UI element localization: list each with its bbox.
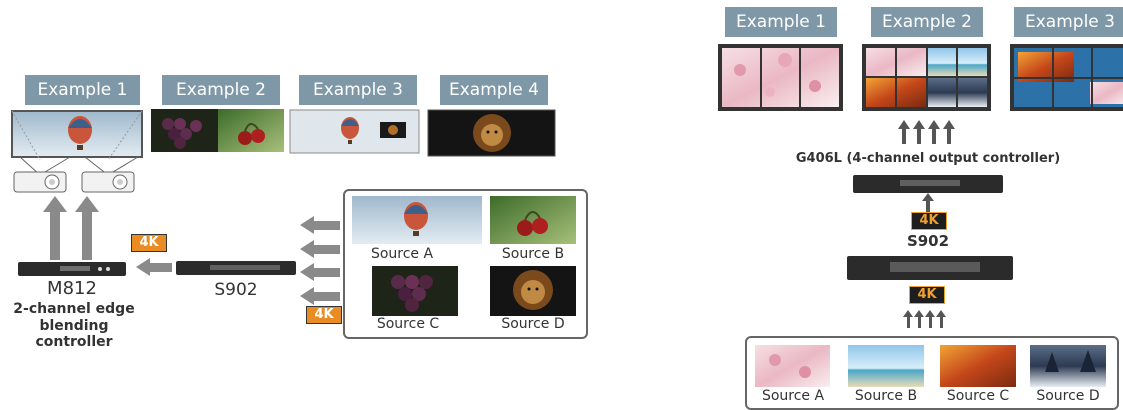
- left-source-d-label: Source D: [501, 316, 565, 332]
- right-source-c-label: Source C: [946, 388, 1010, 404]
- blossom-icon: [769, 354, 811, 378]
- forest-icon: [1045, 350, 1096, 372]
- left-example-2-label: Example 2: [162, 75, 280, 105]
- lion-icon: [513, 270, 553, 310]
- right-example-3-label: Example 3: [1014, 7, 1123, 37]
- left-source-b-thumb: [490, 196, 576, 244]
- arrow-left-icon: [300, 240, 340, 258]
- arrow-up-icon: [943, 120, 955, 144]
- left-4k-badge-sources: 4K: [306, 306, 342, 324]
- arrow-up-icon: [898, 120, 910, 144]
- arrow-left-icon: [300, 263, 340, 281]
- left-example-4-label: Example 4: [440, 75, 548, 105]
- left-4k-badge-switcher: 4K: [131, 234, 167, 252]
- right-source-a-thumb: [755, 345, 830, 387]
- left-source-b-label: Source B: [501, 246, 565, 262]
- left-sources-box: [343, 189, 588, 339]
- projector-icon: [13, 171, 67, 193]
- right-source-c-thumb: [940, 345, 1016, 387]
- arrow-up-icon: [914, 310, 924, 328]
- s902-device-right: [847, 256, 1013, 280]
- right-input-arrows: [903, 310, 946, 328]
- m812-desc-line2: blending controller: [35, 318, 113, 350]
- grapes-icon: [391, 275, 433, 312]
- arrow-up-icon: [922, 193, 934, 214]
- right-source-b-thumb: [848, 345, 924, 387]
- m812-device: [18, 262, 126, 276]
- right-example-2-screen: [862, 44, 991, 111]
- right-4k-badge-top: 4K: [911, 212, 947, 230]
- arrow-up-icon: [903, 310, 913, 328]
- left-source-a-thumb: [352, 196, 482, 244]
- arrow-up-icon: [913, 120, 925, 144]
- m812-label: M812: [47, 278, 97, 299]
- left-source-c-thumb: [372, 266, 458, 316]
- right-output-arrows: [898, 120, 955, 144]
- arrow-up-icon: [925, 310, 935, 328]
- arrow-up-icon: [43, 196, 67, 260]
- right-example-3-screen: [1010, 44, 1123, 111]
- left-s902-label: S902: [214, 280, 258, 300]
- blossom-icon: [734, 53, 821, 97]
- source-arrows-left: [300, 216, 340, 305]
- grapes-icon: [162, 118, 202, 149]
- balloon-icon: [404, 202, 428, 236]
- arrow-up-icon: [75, 196, 99, 260]
- arrow-left-icon: [300, 287, 340, 305]
- arrow-up-icon: [928, 120, 940, 144]
- right-source-b-label: Source B: [854, 388, 918, 404]
- cherry-icon: [517, 211, 548, 236]
- left-example-3-screen: [289, 109, 420, 154]
- cherry-icon: [238, 123, 265, 145]
- right-example-1-screen: [718, 44, 843, 111]
- m812-desc-line1: 2-channel edge: [13, 301, 135, 317]
- g406l-label: G406L (4-channel output controller): [795, 151, 1061, 166]
- arrow-left-icon: [300, 216, 340, 234]
- left-source-a-label: Source A: [370, 246, 434, 262]
- left-example-4-screen: [427, 109, 556, 157]
- left-source-c-label: Source C: [376, 316, 440, 332]
- left-example-2-screen: [151, 109, 284, 152]
- g406l-device: [853, 175, 1003, 193]
- right-s902-label: S902: [906, 232, 950, 250]
- left-example-1-screen: [11, 110, 143, 176]
- balloon-icon: [68, 116, 92, 150]
- s902-device-left: [176, 261, 296, 275]
- lion-icon: [473, 114, 511, 152]
- right-example-2-label: Example 2: [871, 7, 983, 37]
- right-source-d-label: Source D: [1036, 388, 1100, 404]
- projector-icon: [81, 171, 135, 193]
- arrow-left-icon: [136, 258, 172, 276]
- right-source-a-label: Source A: [761, 388, 825, 404]
- left-source-d-thumb: [490, 266, 576, 316]
- balloon-icon: [341, 117, 359, 144]
- left-example-3-label: Example 3: [299, 75, 417, 105]
- right-example-1-label: Example 1: [725, 7, 837, 37]
- left-example-1-label: Example 1: [25, 75, 140, 105]
- right-4k-badge-bottom: 4K: [909, 286, 945, 304]
- arrow-up-icon: [936, 310, 946, 328]
- right-sources-box: [745, 336, 1119, 410]
- right-source-d-thumb: [1030, 345, 1106, 387]
